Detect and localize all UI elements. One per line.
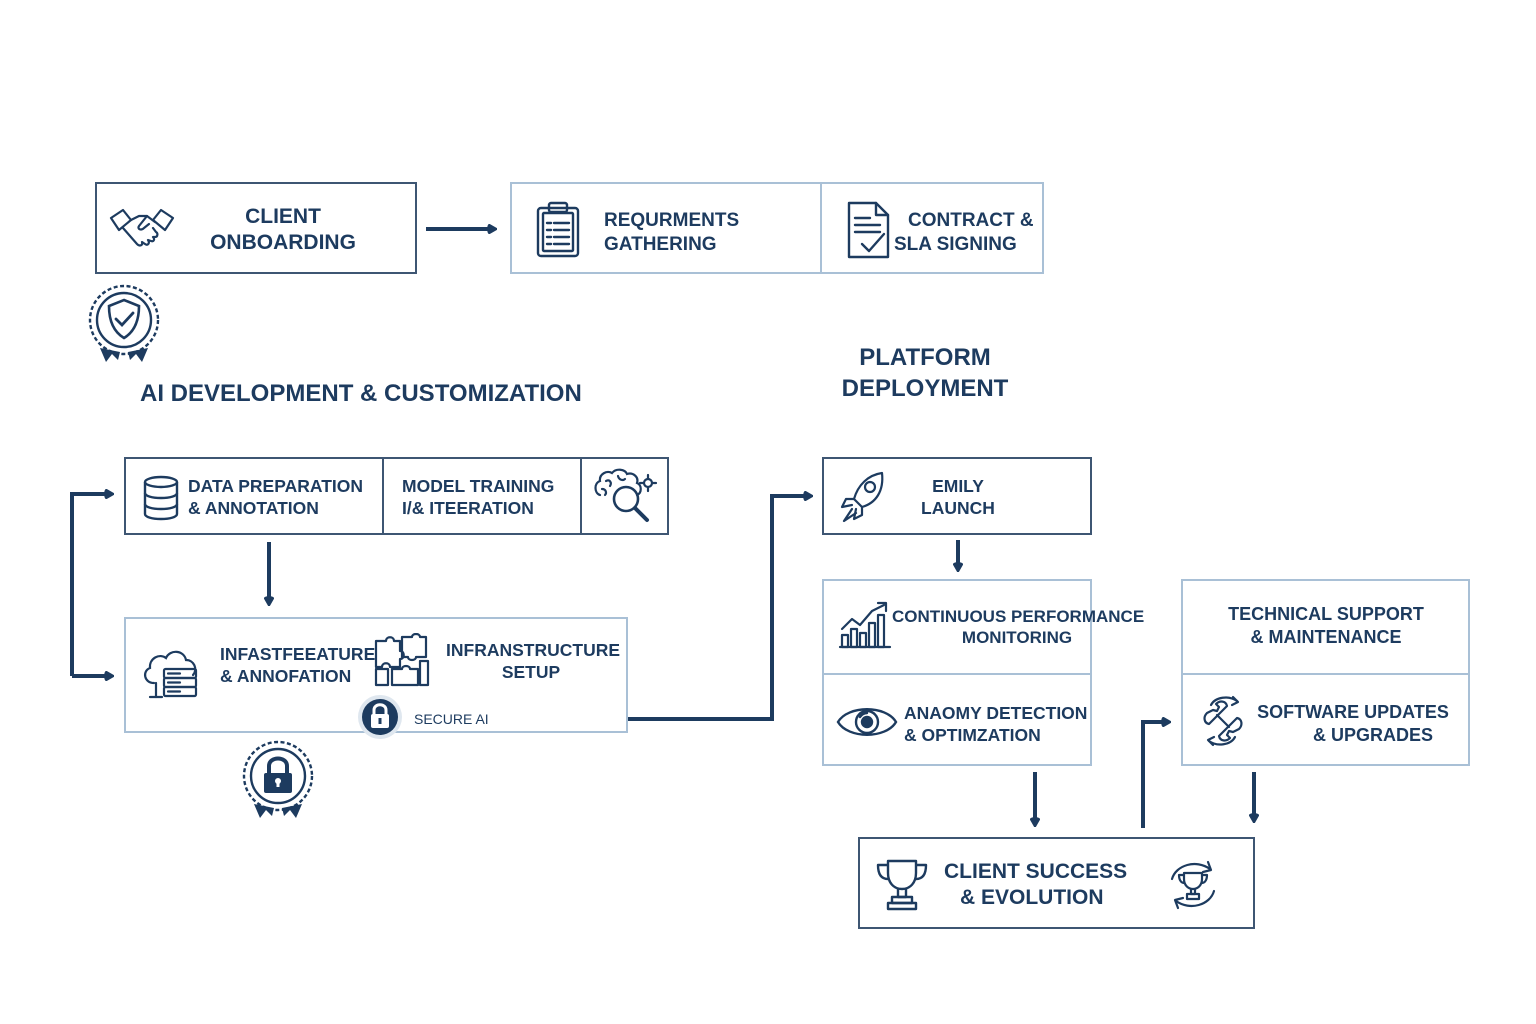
anomaly-line2: & OPTIMZATION: [904, 724, 1041, 745]
software-updates-box: SOFTWARE UPDATES & UPGRADES: [1181, 673, 1470, 766]
infra-setup-line2: SETUP: [501, 661, 561, 682]
tech-support-box: TECHNICAL SUPPORT & MAINTENANCE: [1181, 579, 1470, 675]
contract-line2: SLA SIGNING: [894, 233, 1017, 255]
clipboard-icon: [536, 201, 580, 258]
database-icon: [143, 475, 179, 521]
platform-deployment-heading: PLATFORM DEPLOYMENT: [840, 342, 1010, 404]
software-updates-line1: SOFTWARE UPDATES: [1257, 702, 1449, 722]
arrow-loop-top: [70, 494, 111, 676]
monitoring-box: CONTINUOUS PERFORMANCE MONITORING: [822, 579, 1144, 675]
client-success-line2: & EVOLUTION: [960, 886, 1104, 910]
model-training-icon-box: [580, 457, 669, 535]
client-success-line1: CLIENT SUCCESS: [944, 860, 1128, 883]
cloud-server-icon: [144, 650, 198, 699]
data-preparation-box: DATA PREPARATION & ANNOTATION: [124, 457, 384, 535]
tech-support-line1: TECHNICAL SUPPORT: [1228, 604, 1424, 624]
wrench-cycle-icon: [1203, 695, 1243, 747]
lock-badge-icon: [242, 740, 314, 818]
model-training-line2: I/& ITEERATION: [402, 497, 534, 518]
data-prep-line2: & ANNOTATION: [188, 497, 319, 518]
model-training-line1: MODEL TRAINING: [402, 476, 555, 496]
puzzle-icon: [374, 633, 430, 687]
client-onboarding-line1: CLIENT: [245, 205, 321, 228]
data-prep-line1: DATA PREPARATION: [188, 476, 363, 496]
anomaly-line1: ANAOMY DETECTION: [904, 703, 1088, 723]
trophy-icon: [876, 859, 928, 911]
requirements-line1: REQURMENTS: [604, 210, 740, 231]
client-onboarding-box: CLIENT ONBOARDING: [95, 182, 417, 274]
monitoring-line1: CONTINUOUS PERFORMANCE: [892, 607, 1145, 626]
brain-search-icon: [594, 468, 658, 522]
arrow-infra-to-launch: [628, 496, 810, 721]
contract-box: CONTRACT & SLA SIGNING: [820, 182, 1044, 274]
client-success-box: CLIENT SUCCESS & EVOLUTION: [858, 837, 1255, 929]
secure-ai-label: SECURE AI: [414, 711, 489, 727]
trophy-cycle-icon: [1170, 860, 1216, 910]
contract-icon: [847, 201, 890, 259]
lock-icon: [358, 695, 402, 739]
shield-badge-icon: [88, 284, 160, 362]
arrow-success-to-updates: [1141, 722, 1168, 828]
emily-launch-line1: EMILY: [932, 476, 984, 496]
infra-annotation-line1: INFASTFEEATURE: [220, 644, 376, 664]
emily-launch-line2: LAUNCH: [921, 497, 995, 518]
monitoring-line2: MONITORING: [961, 628, 1073, 648]
eye-icon: [836, 708, 898, 736]
rocket-icon: [840, 471, 884, 523]
infrastructure-box: INFASTFEEATURE & ANNOFATION INFRANSTRUCT…: [124, 617, 628, 739]
client-onboarding-line2: ONBOARDING: [210, 231, 356, 255]
anomaly-box: ANAOMY DETECTION & OPTIMZATION: [822, 673, 1092, 766]
ai-development-heading: AI DEVELOPMENT & CUSTOMIZATION: [140, 380, 582, 407]
contract-line1: CONTRACT &: [908, 210, 1034, 231]
infra-annotation-line2: & ANNOFATION: [220, 665, 352, 686]
platform-heading-line2: DEPLOYMENT: [841, 375, 1009, 402]
handshake-icon: [109, 208, 175, 247]
requirements-box: REQURMENTS GATHERING: [510, 182, 822, 274]
chart-growth-icon: [838, 601, 892, 649]
emily-launch-box: EMILY LAUNCH: [822, 457, 1092, 535]
infra-setup-line1: INFRANSTRUCTURE: [446, 640, 621, 660]
software-updates-line2: & UPGRADES: [1312, 724, 1433, 745]
tech-support-line2: & MAINTENANCE: [1250, 626, 1402, 647]
platform-heading-line1: PLATFORM: [859, 344, 991, 371]
model-training-box: MODEL TRAINING I/& ITEERATION: [382, 457, 582, 535]
requirements-line2: GATHERING: [604, 233, 717, 255]
